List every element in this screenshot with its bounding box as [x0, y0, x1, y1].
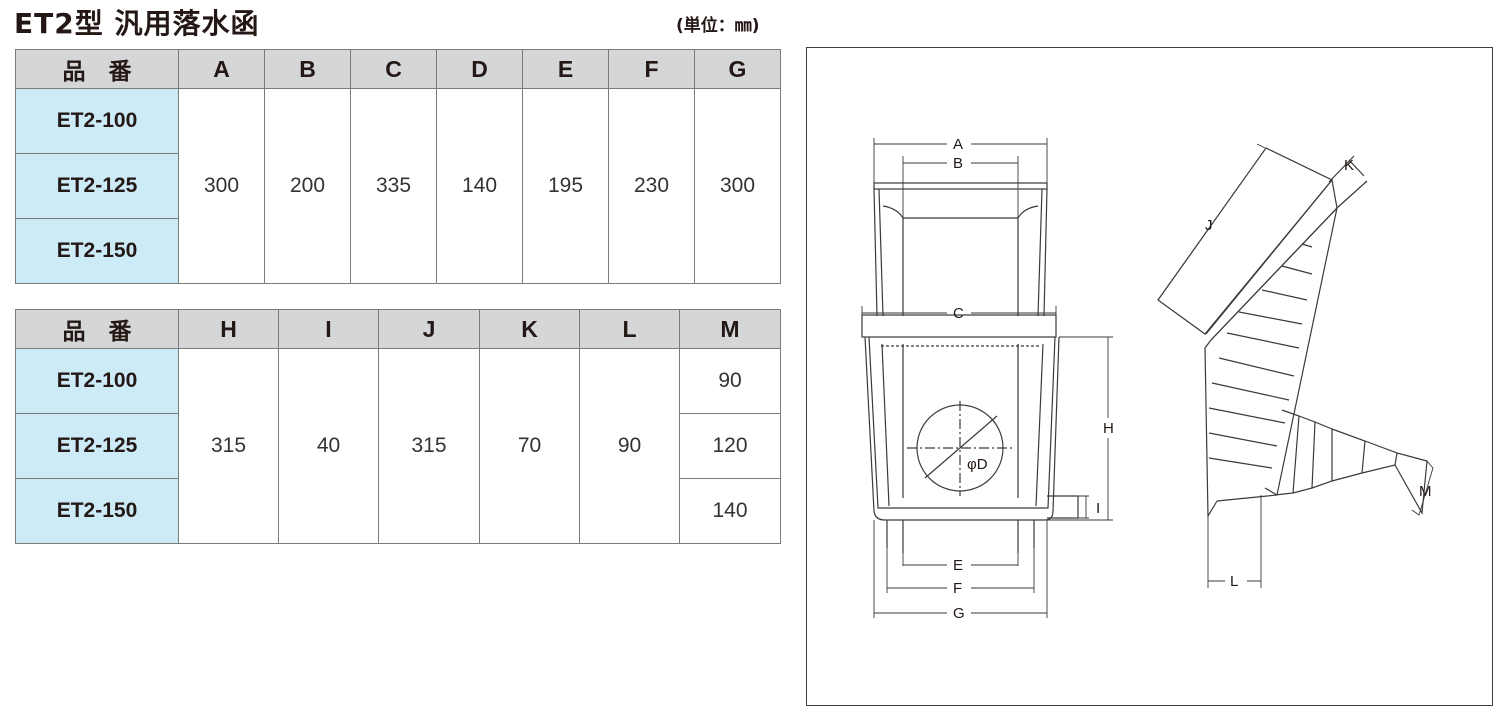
label-c: C: [953, 305, 964, 322]
table-row: ET2-100 315 40 315 70 90 90: [15, 348, 781, 544]
value-i: 40: [278, 348, 379, 544]
dimension-lines: [861, 138, 1113, 618]
column-header-g: G: [694, 49, 781, 89]
drawing-labels: A B C φD E F G H I J K L M: [953, 136, 1432, 622]
column-header-c: C: [350, 49, 437, 89]
column-header-d: D: [436, 49, 523, 89]
label-a: A: [953, 136, 963, 153]
value-c: 335: [350, 88, 437, 284]
column-header-k: K: [479, 309, 580, 349]
value-g: 300: [694, 88, 781, 284]
label-e: E: [953, 557, 963, 574]
table-row: ET2-150 140: [15, 478, 781, 544]
column-header-e: E: [522, 49, 609, 89]
unit-note: (単位：㎜): [676, 16, 760, 36]
column-header-model: 品 番: [15, 309, 179, 349]
value-j: 315: [378, 348, 480, 544]
side-view: [1157, 143, 1434, 588]
table-row: ET2-100 300 200 335 140 195 230 300: [15, 88, 781, 284]
value-m: 120: [679, 413, 781, 479]
value-l: 90: [579, 348, 680, 544]
model-cell: ET2-150: [15, 478, 179, 544]
page-title: ET2型 汎用落水函: [14, 7, 260, 40]
column-header-m: M: [679, 309, 781, 349]
column-header-f: F: [608, 49, 695, 89]
value-h: 315: [178, 348, 279, 544]
drawing-svg: A B C φD E F G H I J K L M: [861, 136, 1434, 622]
label-k: K: [1344, 157, 1354, 174]
column-header-i: I: [278, 309, 379, 349]
column-header-l: L: [579, 309, 680, 349]
column-header-b: B: [264, 49, 351, 89]
column-header-a: A: [178, 49, 265, 89]
label-b: B: [953, 155, 963, 172]
value-f: 230: [608, 88, 695, 284]
label-f: F: [953, 580, 962, 597]
value-m: 90: [679, 348, 781, 414]
model-cell: ET2-125: [15, 153, 179, 219]
dimension-table-a-g: 品 番 A B C D E F G ET2-100 300 200 335 14…: [15, 49, 781, 284]
label-g: G: [953, 605, 965, 622]
table-row: ET2-125: [15, 153, 781, 219]
value-d: 140: [436, 88, 523, 284]
label-i: I: [1096, 500, 1100, 517]
value-a: 300: [178, 88, 265, 284]
value-b: 200: [264, 88, 351, 284]
table-header-row: 品 番 A B C D E F G: [15, 49, 781, 89]
table-row: ET2-150: [15, 218, 781, 284]
table-row: ET2-125 120: [15, 413, 781, 479]
model-cell: ET2-100: [15, 348, 179, 414]
label-j: J: [1205, 217, 1213, 234]
dimension-table-h-m: 品 番 H I J K L M ET2-100 315 40 315 70 90…: [15, 309, 781, 544]
value-e: 195: [522, 88, 609, 284]
technical-drawing: A B C φD E F G H I J K L M: [806, 47, 1493, 706]
label-h: H: [1103, 420, 1114, 437]
value-m: 140: [679, 478, 781, 544]
model-cell: ET2-100: [15, 88, 179, 154]
model-cell: ET2-150: [15, 218, 179, 284]
column-header-j: J: [378, 309, 480, 349]
value-k: 70: [479, 348, 580, 544]
column-header-h: H: [178, 309, 279, 349]
column-header-model: 品 番: [15, 49, 179, 89]
table-header-row: 品 番 H I J K L M: [15, 309, 781, 349]
label-l: L: [1230, 573, 1238, 590]
front-view: [861, 182, 1079, 553]
label-d: φD: [967, 456, 988, 473]
label-m: M: [1419, 483, 1432, 500]
model-cell: ET2-125: [15, 413, 179, 479]
